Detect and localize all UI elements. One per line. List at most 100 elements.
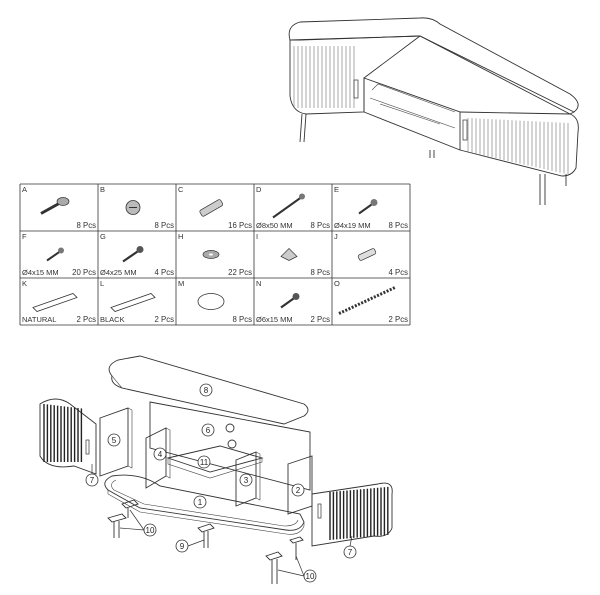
hardware-qty: 4 Pcs <box>389 268 409 277</box>
hardware-letter: H <box>178 232 183 241</box>
hardware-qty: 2 Pcs <box>77 315 97 324</box>
legs <box>299 113 567 205</box>
hardware-spec: Ø4x25 MM <box>100 268 137 277</box>
hardware-cell-n: N 2 Pcs Ø6x15 MM <box>256 279 330 324</box>
hardware-letter: K <box>22 279 27 288</box>
part-number: 8 <box>204 386 209 395</box>
panel-5-side <box>99 407 133 477</box>
hardware-letter: B <box>100 185 105 194</box>
hardware-n-icon <box>280 293 300 309</box>
part-label-3: 3 <box>239 473 253 487</box>
hardware-k-icon <box>32 293 78 312</box>
hardware-f-icon <box>46 247 64 262</box>
hardware-letter: D <box>256 185 262 194</box>
hardware-g-icon <box>122 246 144 263</box>
part-number: 1 <box>198 498 203 507</box>
part-label-10a: 10 <box>143 523 157 537</box>
panel-3-divider <box>235 451 261 507</box>
part-label-9: 9 <box>175 539 189 553</box>
part-label-11: 11 <box>197 455 211 469</box>
hardware-o-icon <box>338 286 396 315</box>
hardware-i-icon <box>280 248 298 261</box>
hardware-qty: 20 Pcs <box>72 268 96 277</box>
hardware-j-icon <box>357 248 377 261</box>
hardware-qty: 8 Pcs <box>233 315 253 324</box>
hardware-letter: L <box>100 279 104 288</box>
hardware-cell-m: M 8 Pcs <box>178 279 252 324</box>
left-curved-door <box>39 398 97 475</box>
part-number: 11 <box>200 458 209 467</box>
part-number: 7 <box>348 548 353 557</box>
hardware-cell-j: J 4 Pcs <box>334 232 408 277</box>
part-number: 10 <box>306 572 315 581</box>
right-curved-door <box>311 482 393 547</box>
right-slatted-door <box>459 111 579 177</box>
hardware-qty: 2 Pcs <box>155 315 175 324</box>
hardware-cell-b: B 8 Pcs <box>100 185 174 230</box>
part-label-1: 1 <box>193 495 207 509</box>
part-label-7b: 7 <box>343 545 357 559</box>
hardware-c-icon <box>199 199 224 217</box>
panel-1-bottom <box>104 474 305 535</box>
panel-8-top <box>108 355 309 425</box>
part-number: 7 <box>90 476 95 485</box>
hardware-letter: J <box>334 232 338 241</box>
hardware-cell-c: C16 Pcs <box>178 185 252 230</box>
part-label-8: 8 <box>199 383 213 397</box>
hardware-spec: Ø4x15 MM <box>22 268 59 277</box>
panel-6-back <box>149 401 311 491</box>
hardware-a-icon <box>40 197 70 215</box>
hardware-spec: Ø6x15 MM <box>256 315 293 324</box>
hardware-qty: 22 Pcs <box>228 268 252 277</box>
part-number: 5 <box>112 436 117 445</box>
hardware-cell-o: O 2 Pcs <box>334 279 408 324</box>
finished-tv-stand-illustration <box>288 17 579 205</box>
hardware-qty: 4 Pcs <box>155 268 175 277</box>
hardware-cell-h: H 22 Pcs <box>178 232 252 277</box>
hardware-l-icon <box>110 293 156 312</box>
part-label-2: 2 <box>291 483 305 497</box>
part-number: 3 <box>244 476 249 485</box>
hardware-letter: F <box>22 232 27 241</box>
panel-11-shelf <box>166 445 264 479</box>
part-number: 9 <box>180 542 185 551</box>
hardware-cell-k: K 2 Pcs NATURAL <box>22 279 96 324</box>
hardware-letter: G <box>100 232 106 241</box>
hardware-cell-e: E 8 Pcs Ø4x19 MM <box>334 185 408 230</box>
hardware-letter: N <box>256 279 261 288</box>
hardware-qty: 8 Pcs <box>155 221 175 230</box>
hardware-qty: 2 Pcs <box>311 315 331 324</box>
part-number: 10 <box>146 526 155 535</box>
hardware-letter: I <box>256 232 258 241</box>
hardware-qty: 16 Pcs <box>228 221 252 230</box>
hardware-letter: A <box>22 185 27 194</box>
hardware-spec: NATURAL <box>22 315 56 324</box>
hardware-b-icon <box>125 200 141 215</box>
hardware-qty: 8 Pcs <box>389 221 409 230</box>
hardware-spec: Ø4x19 MM <box>334 221 371 230</box>
part-label-4: 4 <box>153 447 167 461</box>
hardware-cell-f: F 20 Pcs Ø4x15 MM <box>22 232 96 277</box>
hardware-cell-g: G 4 Pcs Ø4x25 MM <box>100 232 174 277</box>
panel-4-divider <box>145 427 171 489</box>
part-number: 2 <box>296 486 301 495</box>
hardware-qty: 2 Pcs <box>389 315 409 324</box>
left-slatted-door <box>289 35 421 115</box>
hardware-m-icon <box>197 293 225 310</box>
hardware-e-icon <box>358 199 378 215</box>
hardware-d-icon <box>272 193 305 219</box>
hardware-letter: O <box>334 279 340 288</box>
part-label-5: 5 <box>107 433 121 447</box>
hardware-cell-i: I 8 Pcs <box>256 232 330 277</box>
hardware-letter: M <box>178 279 184 288</box>
hardware-qty: 8 Pcs <box>311 268 331 277</box>
hardware-qty: 8 Pcs <box>311 221 331 230</box>
hardware-cell-a: A8 Pcs <box>22 185 96 230</box>
hardware-h-icon <box>202 250 220 259</box>
legs-10-9 <box>107 499 304 584</box>
hardware-letter: E <box>334 185 339 194</box>
